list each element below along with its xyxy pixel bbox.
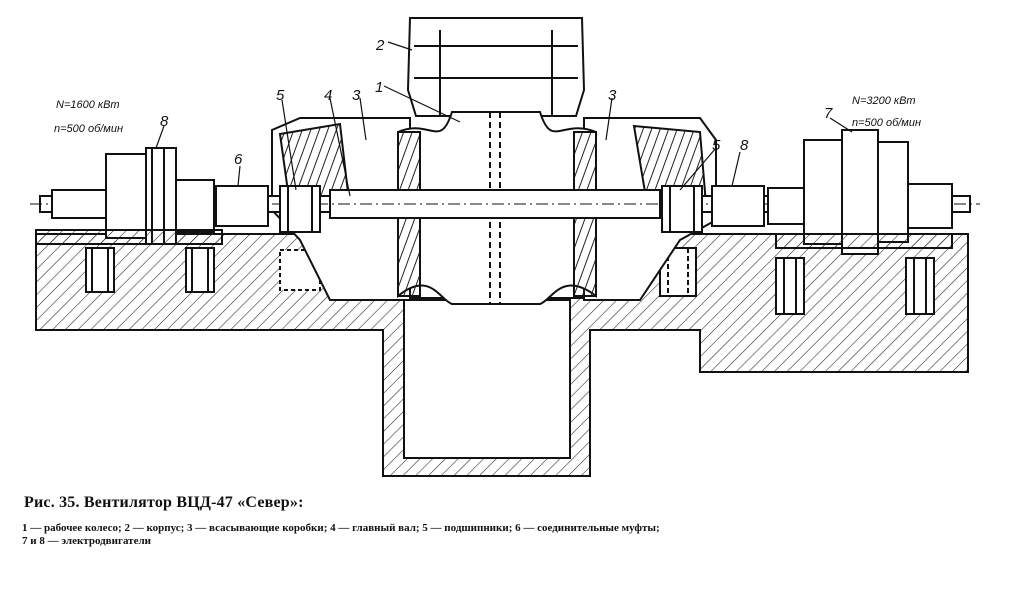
figure-legend: 1 — рабочее колесо; 2 — корпус; 3 — всас…	[22, 522, 990, 548]
label-5-left: 5	[276, 87, 285, 104]
motor-left-power: N=1600 кВт	[56, 99, 120, 111]
bearings	[279, 185, 703, 233]
label-6: 6	[234, 151, 243, 168]
label-7: 7	[824, 105, 833, 122]
motor-left-speed: n=500 об/мин	[54, 123, 123, 135]
legend-line-1: 1 — рабочее колесо; 2 — корпус; 3 — всас…	[22, 522, 660, 534]
motor-right-speed: n=500 об/мин	[852, 117, 921, 129]
label-2: 2	[375, 37, 385, 54]
figure-caption: Рис. 35. Вентилятор ВЦД-47 «Север»:	[24, 494, 304, 511]
label-3-left: 3	[352, 87, 361, 104]
motor-specs: N=1600 кВт n=500 об/мин N=3200 кВт n=500…	[54, 95, 921, 135]
motor-right-power: N=3200 кВт	[852, 95, 916, 107]
anchor-bolts	[91, 248, 927, 314]
label-4: 4	[324, 87, 332, 104]
fan-casing	[406, 17, 586, 117]
fan-diagram: 1 2 3 3 4 5 5 6 8 8 7 N=1600 кВт n=500 о…	[30, 17, 980, 477]
foundation	[35, 233, 969, 477]
motor-right	[767, 129, 953, 255]
motor-left	[35, 147, 223, 245]
label-5-right: 5	[712, 137, 721, 154]
legend-line-2: 7 и 8 — электродвигатели	[22, 535, 151, 547]
label-8-left: 8	[160, 113, 169, 130]
label-3-right: 3	[608, 87, 617, 104]
label-8-right: 8	[740, 137, 749, 154]
couplings	[215, 185, 765, 227]
leader-lines	[155, 41, 853, 197]
part-labels: 1 2 3 3 4 5 5 6 8 8 7	[160, 37, 833, 168]
label-1: 1	[375, 79, 383, 96]
